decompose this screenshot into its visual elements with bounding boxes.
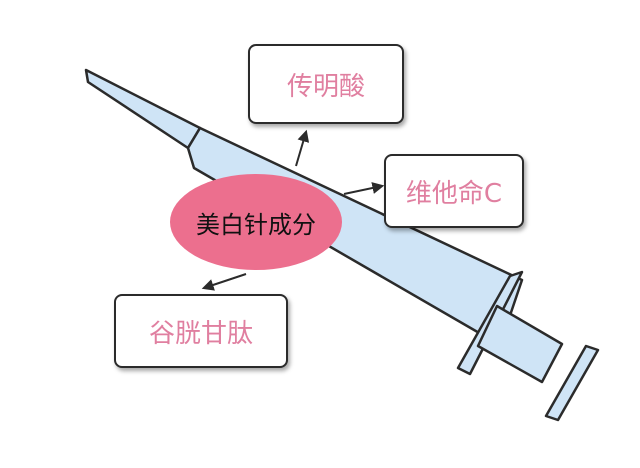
syringe-plunger-cap <box>544 344 600 422</box>
arrow-to-top-label <box>295 129 310 167</box>
center-ellipse: 美白针成分 <box>170 174 342 270</box>
label-left-text: 谷胱甘肽 <box>148 318 253 349</box>
label-box-right: 维他命C <box>384 154 524 228</box>
center-label: 美白针成分 <box>196 210 316 239</box>
arrow-to-left-label <box>201 273 247 291</box>
arrow-to-right-label <box>343 182 385 195</box>
label-right-text: 维他命C <box>405 178 503 209</box>
label-top-text: 传明酸 <box>286 71 365 102</box>
syringe-plunger <box>476 304 564 384</box>
label-box-left: 谷胱甘肽 <box>114 294 288 368</box>
label-box-top: 传明酸 <box>248 44 404 124</box>
syringe-needle <box>84 68 202 150</box>
